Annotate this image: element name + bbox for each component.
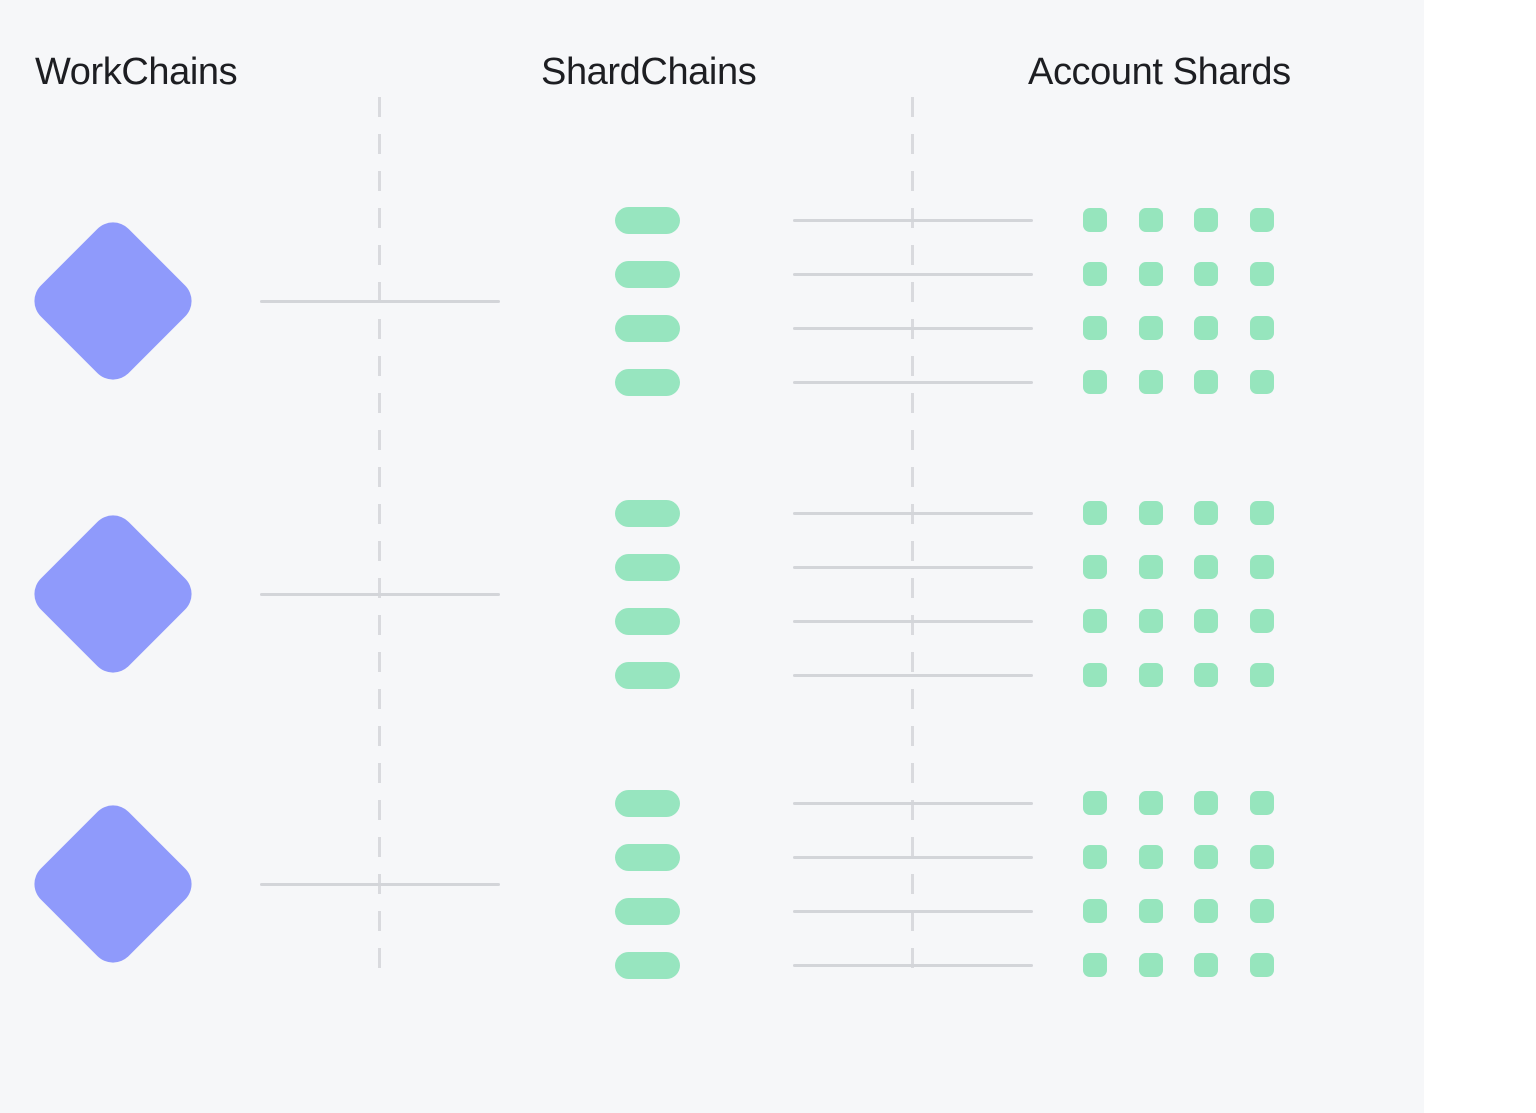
- shardchain-pill: [615, 553, 680, 581]
- account-shard-square: [1194, 555, 1219, 579]
- shard-connector-line: [793, 326, 1033, 330]
- shardchain-pill: [615, 206, 680, 234]
- shard-connector-line: [793, 673, 1033, 677]
- shard-connector-line: [793, 963, 1033, 967]
- account-shard-square: [1194, 316, 1219, 340]
- account-shard-square: [1194, 208, 1219, 232]
- shard-connector-line: [793, 855, 1033, 859]
- shardchain-pill: [615, 314, 680, 342]
- account-shard-square: [1138, 555, 1163, 579]
- shardchain-pill: [615, 789, 680, 817]
- account-shard-square: [1249, 501, 1274, 525]
- account-shard-square: [1194, 501, 1219, 525]
- account-shard-square: [1194, 953, 1219, 977]
- shard-connector-line: [793, 909, 1033, 913]
- account-shard-square: [1083, 899, 1107, 923]
- account-shard-square: [1083, 316, 1107, 340]
- shard-connector-line: [793, 218, 1033, 222]
- account-shard-square: [1083, 262, 1107, 286]
- account-shard-square: [1138, 663, 1163, 687]
- shardchain-pill: [615, 368, 680, 396]
- shardchain-pill: [615, 607, 680, 635]
- account-shard-square: [1249, 899, 1274, 923]
- account-shard-square: [1194, 663, 1219, 687]
- shardchain-pill: [615, 897, 680, 925]
- account-shard-square: [1194, 899, 1219, 923]
- shard-connector-line: [793, 511, 1033, 515]
- diagram-panel: [0, 0, 1424, 1113]
- account-shard-square: [1194, 262, 1219, 286]
- account-shard-square: [1249, 262, 1274, 286]
- account-shard-square: [1138, 791, 1163, 815]
- column-divider-dashed-line: [911, 97, 914, 984]
- account-shard-square: [1083, 791, 1107, 815]
- account-shard-square: [1194, 791, 1219, 815]
- account-shard-square: [1138, 609, 1163, 633]
- account-shard-square: [1194, 609, 1219, 633]
- account-shard-square: [1249, 316, 1274, 340]
- account-shard-square: [1138, 316, 1163, 340]
- account-shard-square: [1083, 663, 1107, 687]
- column-header-account-shards: Account Shards: [1028, 51, 1291, 93]
- account-shard-square: [1138, 501, 1163, 525]
- shard-connector-line: [793, 801, 1033, 805]
- account-shard-square: [1194, 370, 1219, 394]
- account-shard-square: [1249, 791, 1274, 815]
- account-shard-square: [1138, 262, 1163, 286]
- account-shard-square: [1249, 845, 1274, 869]
- account-shard-square: [1249, 208, 1274, 232]
- shardchain-pill: [615, 499, 680, 527]
- shardchain-pill: [615, 951, 680, 979]
- account-shard-square: [1249, 953, 1274, 977]
- shard-connector-line: [793, 619, 1033, 623]
- account-shard-square: [1138, 953, 1163, 977]
- account-shard-square: [1138, 899, 1163, 923]
- account-shard-square: [1083, 845, 1107, 869]
- shardchain-pill: [615, 661, 680, 689]
- account-shard-square: [1249, 370, 1274, 394]
- shard-connector-line: [793, 565, 1033, 569]
- workchain-connector-line: [260, 592, 500, 596]
- account-shard-square: [1083, 609, 1107, 633]
- workchain-connector-line: [260, 882, 500, 886]
- account-shard-square: [1138, 370, 1163, 394]
- account-shard-square: [1083, 953, 1107, 977]
- account-shard-square: [1249, 609, 1274, 633]
- account-shard-square: [1138, 208, 1163, 232]
- shard-connector-line: [793, 380, 1033, 384]
- account-shard-square: [1083, 370, 1107, 394]
- workchain-connector-line: [260, 299, 500, 303]
- account-shard-square: [1249, 555, 1274, 579]
- column-header-shardchains: ShardChains: [541, 51, 757, 93]
- account-shard-square: [1249, 663, 1274, 687]
- account-shard-square: [1194, 845, 1219, 869]
- shardchain-pill: [615, 843, 680, 871]
- shard-connector-line: [793, 272, 1033, 276]
- account-shard-square: [1083, 501, 1107, 525]
- account-shard-square: [1083, 555, 1107, 579]
- column-divider-dashed-line: [378, 97, 381, 984]
- column-header-workchains: WorkChains: [35, 51, 238, 93]
- shardchain-pill: [615, 260, 680, 288]
- account-shard-square: [1083, 208, 1107, 232]
- account-shard-square: [1138, 845, 1163, 869]
